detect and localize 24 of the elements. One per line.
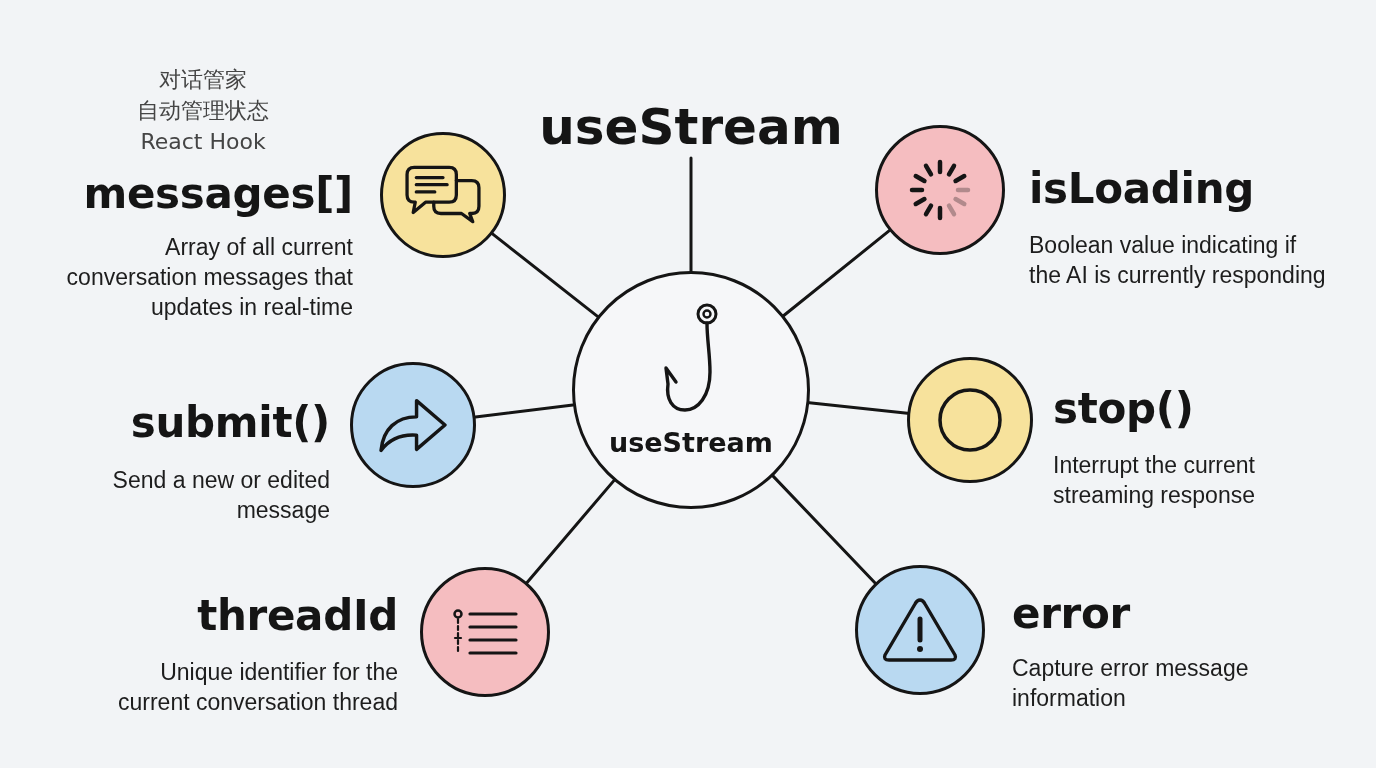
- property-description: Capture error message information: [1012, 654, 1250, 713]
- property-description: Send a new or edited message: [111, 466, 330, 525]
- property-name: threadId: [197, 592, 398, 640]
- subtitle-text: 自动管理状态: [137, 97, 269, 125]
- connector-line: [474, 403, 575, 419]
- property-name: submit(): [130, 399, 330, 447]
- connector-line: [689, 156, 693, 273]
- property-description: Interrupt the current streaming response: [1053, 451, 1256, 510]
- property-name: error: [1012, 590, 1130, 638]
- connector-line: [782, 229, 891, 317]
- subtitle-text: 对话管家: [159, 66, 247, 94]
- connector-line: [491, 232, 599, 318]
- property-description: Unique identifier for the current conversation thread: [117, 658, 398, 717]
- hub-label: useStream: [609, 426, 773, 460]
- property-description: Boolean value indicating if the AI is currently responding: [1029, 231, 1327, 290]
- connector-line: [525, 479, 616, 584]
- connector-line: [771, 474, 877, 585]
- subtitle-text: React Hook: [140, 128, 266, 156]
- property-name: messages[]: [83, 170, 353, 218]
- property-name: isLoading: [1029, 165, 1255, 213]
- connector-line: [807, 401, 909, 415]
- property-name: stop(): [1053, 385, 1194, 433]
- heading-text: useStream: [539, 96, 843, 158]
- property-description: Array of all current conversation messages that updates in real-time: [65, 233, 353, 322]
